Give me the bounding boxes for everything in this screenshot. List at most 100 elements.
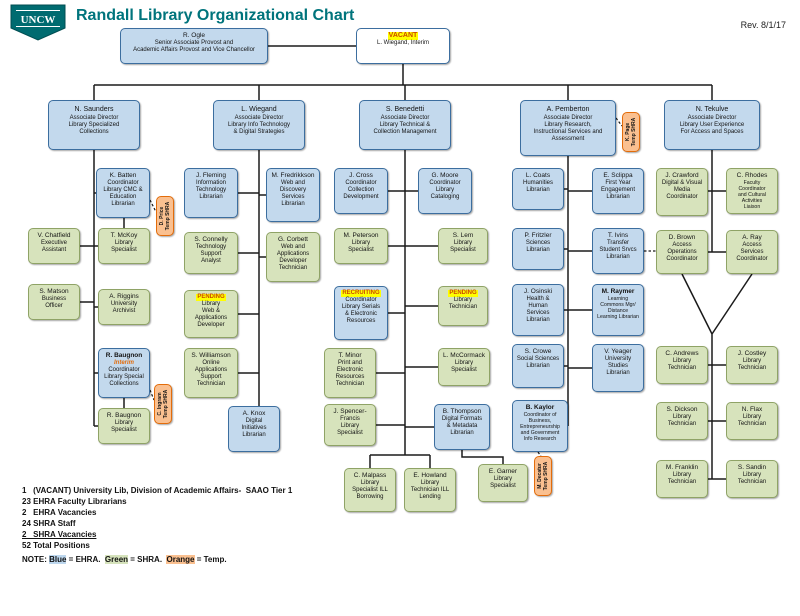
position-title-line: Library bbox=[672, 413, 692, 420]
position-title-line: Assessment bbox=[551, 136, 585, 143]
position-title-line: Senior Associate Provost and bbox=[154, 39, 234, 46]
person-name: A. Pemberton bbox=[546, 106, 590, 113]
position-title-line: Access bbox=[672, 241, 692, 248]
position-title-line: Coordinator bbox=[107, 179, 139, 186]
position-title-line: & Electronic bbox=[344, 311, 377, 318]
position-title-line: Studies bbox=[607, 362, 628, 369]
position-title-line: Library bbox=[742, 471, 762, 478]
position-title-line: Librarian bbox=[111, 200, 135, 207]
person-name: T. Minor bbox=[338, 352, 362, 359]
person-name: J. Cross bbox=[349, 172, 373, 179]
position-title-line: Services bbox=[740, 248, 764, 255]
position-title-line: Print and bbox=[337, 359, 362, 366]
person-name: J. Spencer- bbox=[333, 408, 367, 415]
position-title-line: Digital & Visual bbox=[661, 179, 703, 186]
person-name: B. Kaylor bbox=[525, 404, 555, 411]
position-title-line: Assistant bbox=[41, 246, 67, 253]
person-name: N. Tekulve bbox=[695, 106, 729, 113]
position-title-line: Associate Director bbox=[69, 115, 119, 122]
position-title-line: Coordinator bbox=[738, 185, 766, 192]
position-title-line: Initiatives bbox=[241, 424, 267, 431]
position-title-line: L. Wiegand, Interim bbox=[376, 40, 430, 47]
position-title-line: Technician bbox=[335, 380, 365, 387]
person-name: J. Osinski bbox=[523, 288, 553, 295]
person-name: L. Coats bbox=[525, 172, 551, 179]
position-title-line: Business, bbox=[528, 417, 552, 424]
position-title-line: Online bbox=[202, 359, 220, 366]
position-title-line: Access bbox=[742, 241, 762, 248]
position-title-line: Officer bbox=[45, 302, 63, 309]
person-name: B. Thompson bbox=[442, 408, 482, 415]
position-title-line: Developer bbox=[197, 322, 225, 329]
position-title-line: Technician bbox=[737, 478, 767, 485]
position-title-line: Librarian bbox=[526, 246, 550, 253]
person-name: S. Lem bbox=[452, 232, 474, 239]
person-name: C. Rhodes bbox=[736, 172, 768, 179]
position-title-line: Library bbox=[360, 479, 380, 486]
position-title-line: Sciences bbox=[525, 239, 551, 246]
position-title-line: Executive bbox=[40, 239, 67, 246]
person-name: A. Knox bbox=[242, 410, 266, 417]
position-title-line: Library bbox=[420, 479, 440, 486]
logo-text: UNCW bbox=[21, 14, 56, 26]
position-title-line: Technician bbox=[667, 420, 697, 427]
person-name: M. Fredrikkson bbox=[271, 172, 315, 179]
position-title-line: Library bbox=[114, 239, 134, 246]
person-name: S. Dickson bbox=[666, 406, 698, 413]
position-title-line: & Metadata bbox=[446, 422, 478, 429]
position-title-line: Specialist bbox=[450, 246, 476, 253]
position-title-line: Analyst bbox=[201, 257, 221, 264]
position-title-line: Francis bbox=[340, 415, 360, 422]
position-title-line: Library bbox=[351, 239, 371, 246]
status-badge: PENDING bbox=[448, 290, 478, 298]
legend-text: = EHRA. bbox=[66, 555, 105, 564]
position-title-line: Librarian bbox=[526, 186, 550, 193]
legend-text: NOTE: bbox=[22, 555, 50, 564]
position-title-line: Library Technical & bbox=[379, 122, 431, 129]
position-title-line: Activities bbox=[741, 198, 763, 205]
position-title-line: Librarian bbox=[199, 193, 223, 200]
person-name: J. Fleming bbox=[196, 172, 226, 179]
position-title-line: Library bbox=[672, 471, 692, 478]
position-title-line: Specialist bbox=[337, 429, 363, 436]
position-title-line: Information bbox=[195, 179, 226, 186]
position-title-line: Engagement bbox=[600, 186, 636, 193]
person-name: N. Flax bbox=[741, 406, 763, 413]
person-name: M. Raymer bbox=[601, 288, 635, 295]
position-title-line: Library CMC & bbox=[103, 186, 143, 193]
person-name: R. Baugnon bbox=[105, 352, 143, 359]
position-title-line: Library bbox=[454, 359, 474, 366]
position-title-line: Associate Director bbox=[687, 115, 737, 122]
position-title-line: Applications bbox=[194, 315, 228, 322]
person-name: E. Sclippa bbox=[603, 172, 633, 179]
position-title-line: Librarian bbox=[606, 253, 630, 260]
position-title-line: Applications bbox=[276, 250, 310, 257]
position-title-line: Library Special bbox=[104, 373, 144, 380]
position-title-line: Specialist ILL bbox=[352, 486, 388, 493]
position-title-line: Entrepreneurship bbox=[520, 423, 560, 430]
uncw-logo: UNCW bbox=[10, 4, 66, 47]
position-title-line: Library bbox=[114, 419, 134, 426]
position-title-line: Technician bbox=[196, 380, 226, 387]
